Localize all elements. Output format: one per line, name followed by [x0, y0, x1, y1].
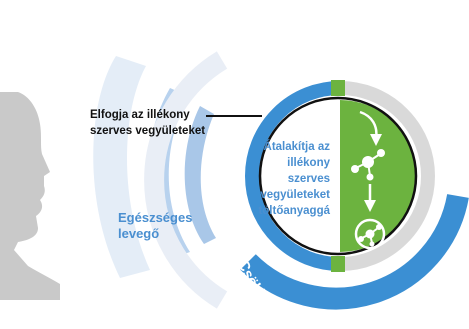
transforms-label-4: vegyületeket — [260, 189, 330, 201]
healthy-air-label-1: Egészséges — [118, 210, 192, 225]
transforms-label-3: szerves — [288, 173, 330, 185]
reduce-arc — [240, 193, 469, 310]
molecule-icon — [351, 149, 385, 181]
blue-ring — [245, 81, 341, 271]
circle-white-half — [264, 100, 340, 252]
green-joint-bottom — [331, 256, 345, 272]
healthy-air-label-2: levegő — [118, 226, 159, 241]
arrow-down-icon — [359, 110, 382, 146]
outer-pale-ring — [144, 51, 228, 309]
transforms-label-1: Átalakítja az — [264, 140, 331, 153]
wave-inner — [184, 106, 216, 244]
arrow-down-icon-2 — [364, 184, 376, 212]
gray-ring — [339, 81, 435, 271]
green-joint-top — [331, 80, 345, 96]
filler-molecule-icon — [354, 218, 386, 250]
captures-label-1: Elfogja az illékony — [90, 109, 190, 121]
wave-outer — [93, 56, 150, 278]
captures-label-2: szerves vegyületeket — [90, 125, 205, 137]
circle-green-half — [340, 100, 416, 252]
transforms-label-2: illékony — [287, 157, 330, 169]
inner-circle-outline — [258, 96, 418, 256]
head-silhouette-icon — [0, 92, 60, 300]
transforms-label-5: töltőanyaggá — [258, 205, 330, 217]
